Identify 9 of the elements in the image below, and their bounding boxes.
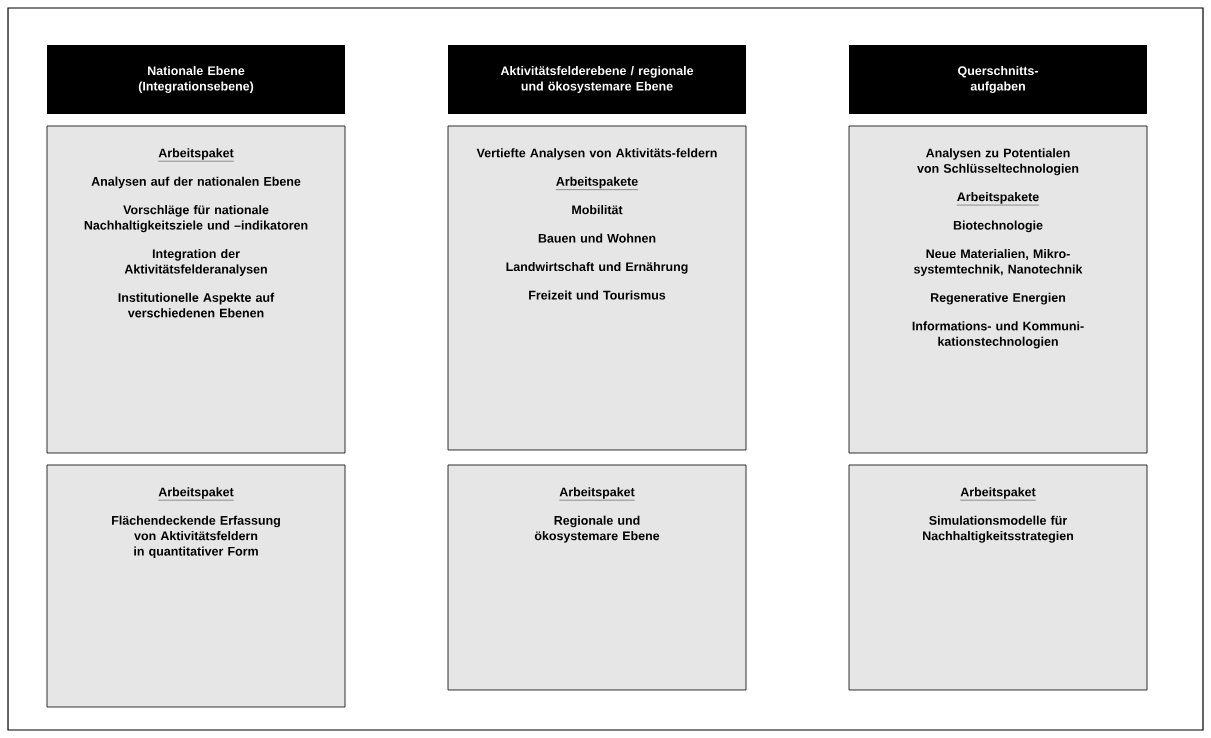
header-box: Nationale Ebene (Integrationsebene): [47, 45, 345, 114]
work-package-box: Arbeitspaket Analysen auf der nationalen Ebene Vorschläge für nationale Nachhaltigkeitsziele und –indikatoren Integration der Aktivitätsfelderanalysen Institutionelle Aspekte auf verschiedenen Ebenen: [46, 125, 346, 454]
work-package-box: Vertiefte Analysen von Aktivitäts-feldern Arbeitspakete Mobilität Bauen und Wohnen Landwirtschaft und Ernährung Freizeit und Tourismus: [447, 125, 747, 451]
work-package-box: Arbeitspaket Simulationsmodelle für Nachhaltigkeitsstrategien: [848, 464, 1148, 691]
work-package-box: Analysen zu Potentialen von Schlüsseltechnologien Arbeitspakete Biotechnologie Neue Materialien, Mikro-systemtechnik, Nanotechnik Regenerative Energien Informations- und Kommuni-kationstechnologien: [848, 125, 1148, 454]
header-box: Aktivitätsfelderebene / regionale und ökosystemare Ebene: [448, 45, 746, 114]
header-box: Querschnitts-aufgaben: [849, 45, 1147, 114]
work-package-box: Arbeitspaket Regionale und ökosystemare Ebene: [447, 464, 747, 691]
work-package-box: Arbeitspaket Flächendeckende Erfassung von Aktivitätsfeldern in quantitativer Form: [46, 464, 346, 708]
